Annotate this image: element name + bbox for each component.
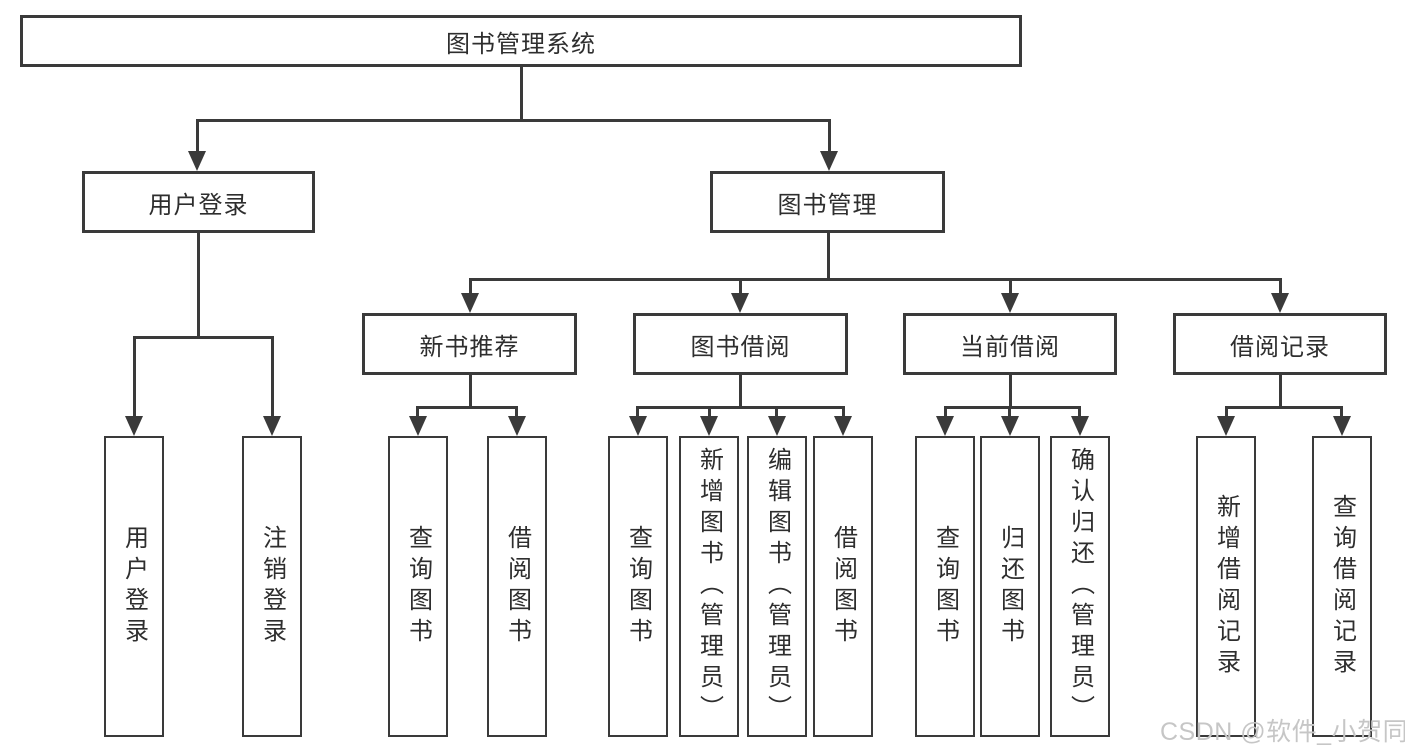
connector-line [1278,279,1282,295]
node-user-login: 用户登录 [82,171,315,233]
node-label: 借阅记录 [1230,333,1330,361]
arrow-down-icon [834,416,852,436]
leaf-label: 查询图书 [931,524,959,649]
leaf-label: 查询图书 [624,524,652,649]
node-label: 用户登录 [148,191,249,219]
connector-line [468,277,1282,281]
leaf-label: 借阅图书 [829,524,857,649]
arrow-down-icon [188,151,206,171]
leaf-borrow-books-borrowing: 借阅图书 [813,436,873,737]
leaf-query-borrow-record: 查询借阅记录 [1312,436,1372,737]
connector-line [195,118,831,122]
arrow-down-icon [628,416,647,436]
leaf-label: 借阅图书 [503,524,531,649]
connector-line [707,407,711,418]
connector-line [195,120,199,153]
node-book-borrowing: 图书借阅 [633,313,848,375]
leaf-label: 新增图书（管理员） [695,447,723,726]
arrow-down-icon [1332,416,1351,436]
leaf-user-login: 用户登录 [104,436,164,737]
arrow-down-icon [1000,416,1019,436]
arrow-down-icon [700,416,718,436]
connector-line [196,233,200,337]
connector-line [1008,407,1011,418]
connector-line [468,279,472,295]
arrow-down-icon [408,416,427,436]
leaf-label: 注销登录 [258,524,286,649]
leaf-return-book: 归还图书 [980,436,1040,737]
node-label: 新书推荐 [419,333,520,361]
connector-line [1340,407,1343,418]
connector-line [841,407,845,418]
connector-line [1008,279,1012,295]
arrow-down-icon [1001,293,1019,313]
connector-line [636,407,639,418]
leaf-confirm-return-admin: 确认归还（管理员） [1050,436,1110,737]
arrow-down-icon [767,416,786,436]
arrow-down-icon [731,293,749,313]
connector-line [1224,407,1228,418]
connector-line [943,407,947,418]
node-library-management-system: 图书管理系统 [20,15,1022,67]
node-label: 图书借阅 [690,333,791,361]
node-book-management: 图书管理 [710,171,945,233]
leaf-label: 用户登录 [120,524,148,649]
leaf-label: 归还图书 [996,524,1024,649]
leaf-add-book-admin: 新增图书（管理员） [679,436,739,737]
leaf-logout: 注销登录 [242,436,302,737]
connector-line [775,407,778,418]
connector-line [1078,407,1081,418]
connector-line [416,405,518,409]
connector-line [738,279,742,295]
node-label: 当前借阅 [960,333,1060,361]
leaf-query-books-borrowing: 查询图书 [608,436,668,737]
arrow-down-icon [1070,416,1089,436]
arrow-down-icon [936,416,954,436]
arrow-down-icon [1271,293,1289,313]
arrow-down-icon [507,416,526,436]
connector-line [1224,405,1343,409]
node-label: 图书管理 [777,191,878,219]
connector-line [515,407,518,418]
connector-line [1008,375,1012,407]
leaf-query-books-recommend: 查询图书 [388,436,448,737]
connector-line [468,375,472,407]
connector-line [132,335,274,339]
leaf-label: 查询借阅记录 [1328,493,1356,680]
leaf-borrow-books-recommend: 借阅图书 [487,436,547,737]
leaf-label: 确认归还（管理员） [1066,447,1094,726]
node-label: 图书管理系统 [446,30,596,58]
arrow-down-icon [1217,416,1235,436]
connector-line [132,337,136,418]
leaf-query-books-current: 查询图书 [915,436,975,737]
connector-line [636,405,845,409]
node-current-borrowing: 当前借阅 [903,313,1117,375]
arrow-down-icon [820,151,838,171]
watermark: CSDN @软件_小贺同学 [1160,718,1405,746]
connector-line [739,375,742,407]
node-new-book-recommendation: 新书推荐 [362,313,577,375]
arrow-down-icon [263,416,281,436]
connector-line [827,120,831,153]
arrow-down-icon [125,416,143,436]
connector-line [943,405,1081,409]
leaf-edit-book-admin: 编辑图书（管理员） [747,436,807,737]
connector-line [519,67,523,120]
connector-line [826,233,830,279]
connector-line [270,337,274,418]
connector-line [416,407,419,418]
leaf-label: 新增借阅记录 [1212,493,1240,680]
leaf-add-borrow-record: 新增借阅记录 [1196,436,1256,737]
leaf-label: 查询图书 [404,524,432,649]
arrow-down-icon [461,293,479,313]
connector-line [1278,375,1282,407]
node-borrowing-records: 借阅记录 [1173,313,1387,375]
leaf-label: 编辑图书（管理员） [763,447,791,726]
